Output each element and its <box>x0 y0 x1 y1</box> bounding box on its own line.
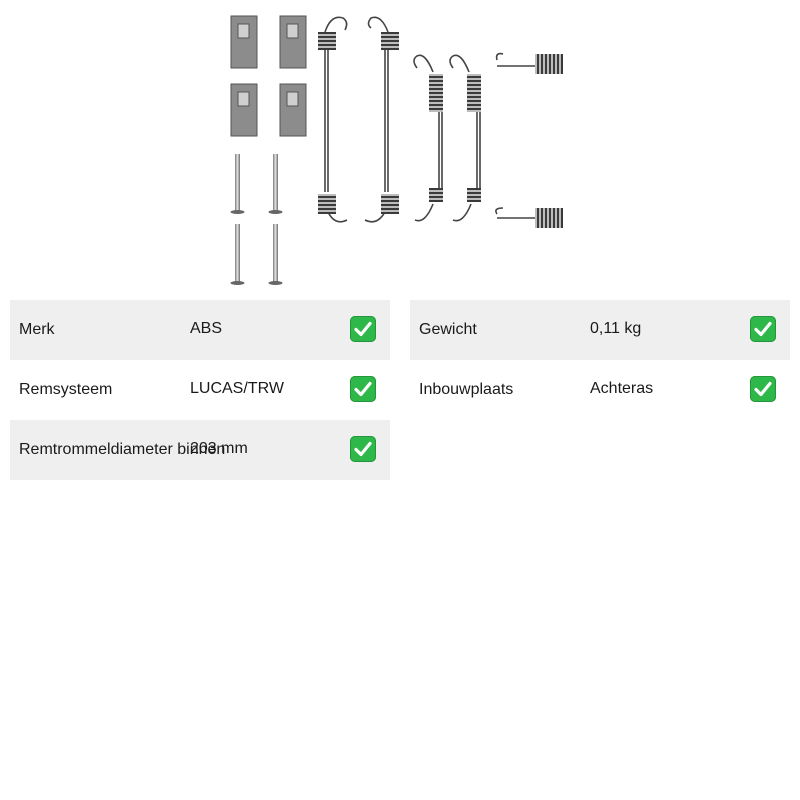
check-mark-icon <box>350 376 376 402</box>
spec-row-merk: Merk ABS <box>10 300 390 360</box>
specs-column-left: Merk ABS Remsysteem LUCAS/TRW Remtrommel… <box>10 300 390 480</box>
spec-value: ABS <box>190 320 223 337</box>
spec-value: Achteras <box>590 380 654 397</box>
spec-row-gewicht: Gewicht 0,11 kg <box>410 300 790 360</box>
spec-label: Gewicht <box>419 321 477 338</box>
spec-label: Merk <box>19 321 55 338</box>
spec-row-remtrommeldiameter: Remtrommeldiameter binnen 203 mm <box>10 420 390 480</box>
check-mark-icon <box>750 376 776 402</box>
spec-value: 203 mm <box>190 440 248 457</box>
specs-column-right: Gewicht 0,11 kg Inbouwplaats Achteras <box>410 300 790 420</box>
spec-value: LUCAS/TRW <box>190 380 284 397</box>
brake-kit-parts-icon <box>230 15 563 285</box>
check-mark-icon <box>750 316 776 342</box>
spec-row-remsysteem: Remsysteem LUCAS/TRW <box>10 360 390 420</box>
spec-label: Remtrommeldiameter binnen <box>19 441 226 458</box>
check-mark-icon <box>350 316 376 342</box>
spec-label: Remsysteem <box>19 381 113 398</box>
product-image <box>225 12 570 290</box>
spec-label: Inbouwplaats <box>419 381 514 398</box>
spec-row-inbouwplaats: Inbouwplaats Achteras <box>410 360 790 420</box>
check-mark-icon <box>350 436 376 462</box>
spec-value: 0,11 kg <box>590 320 642 337</box>
